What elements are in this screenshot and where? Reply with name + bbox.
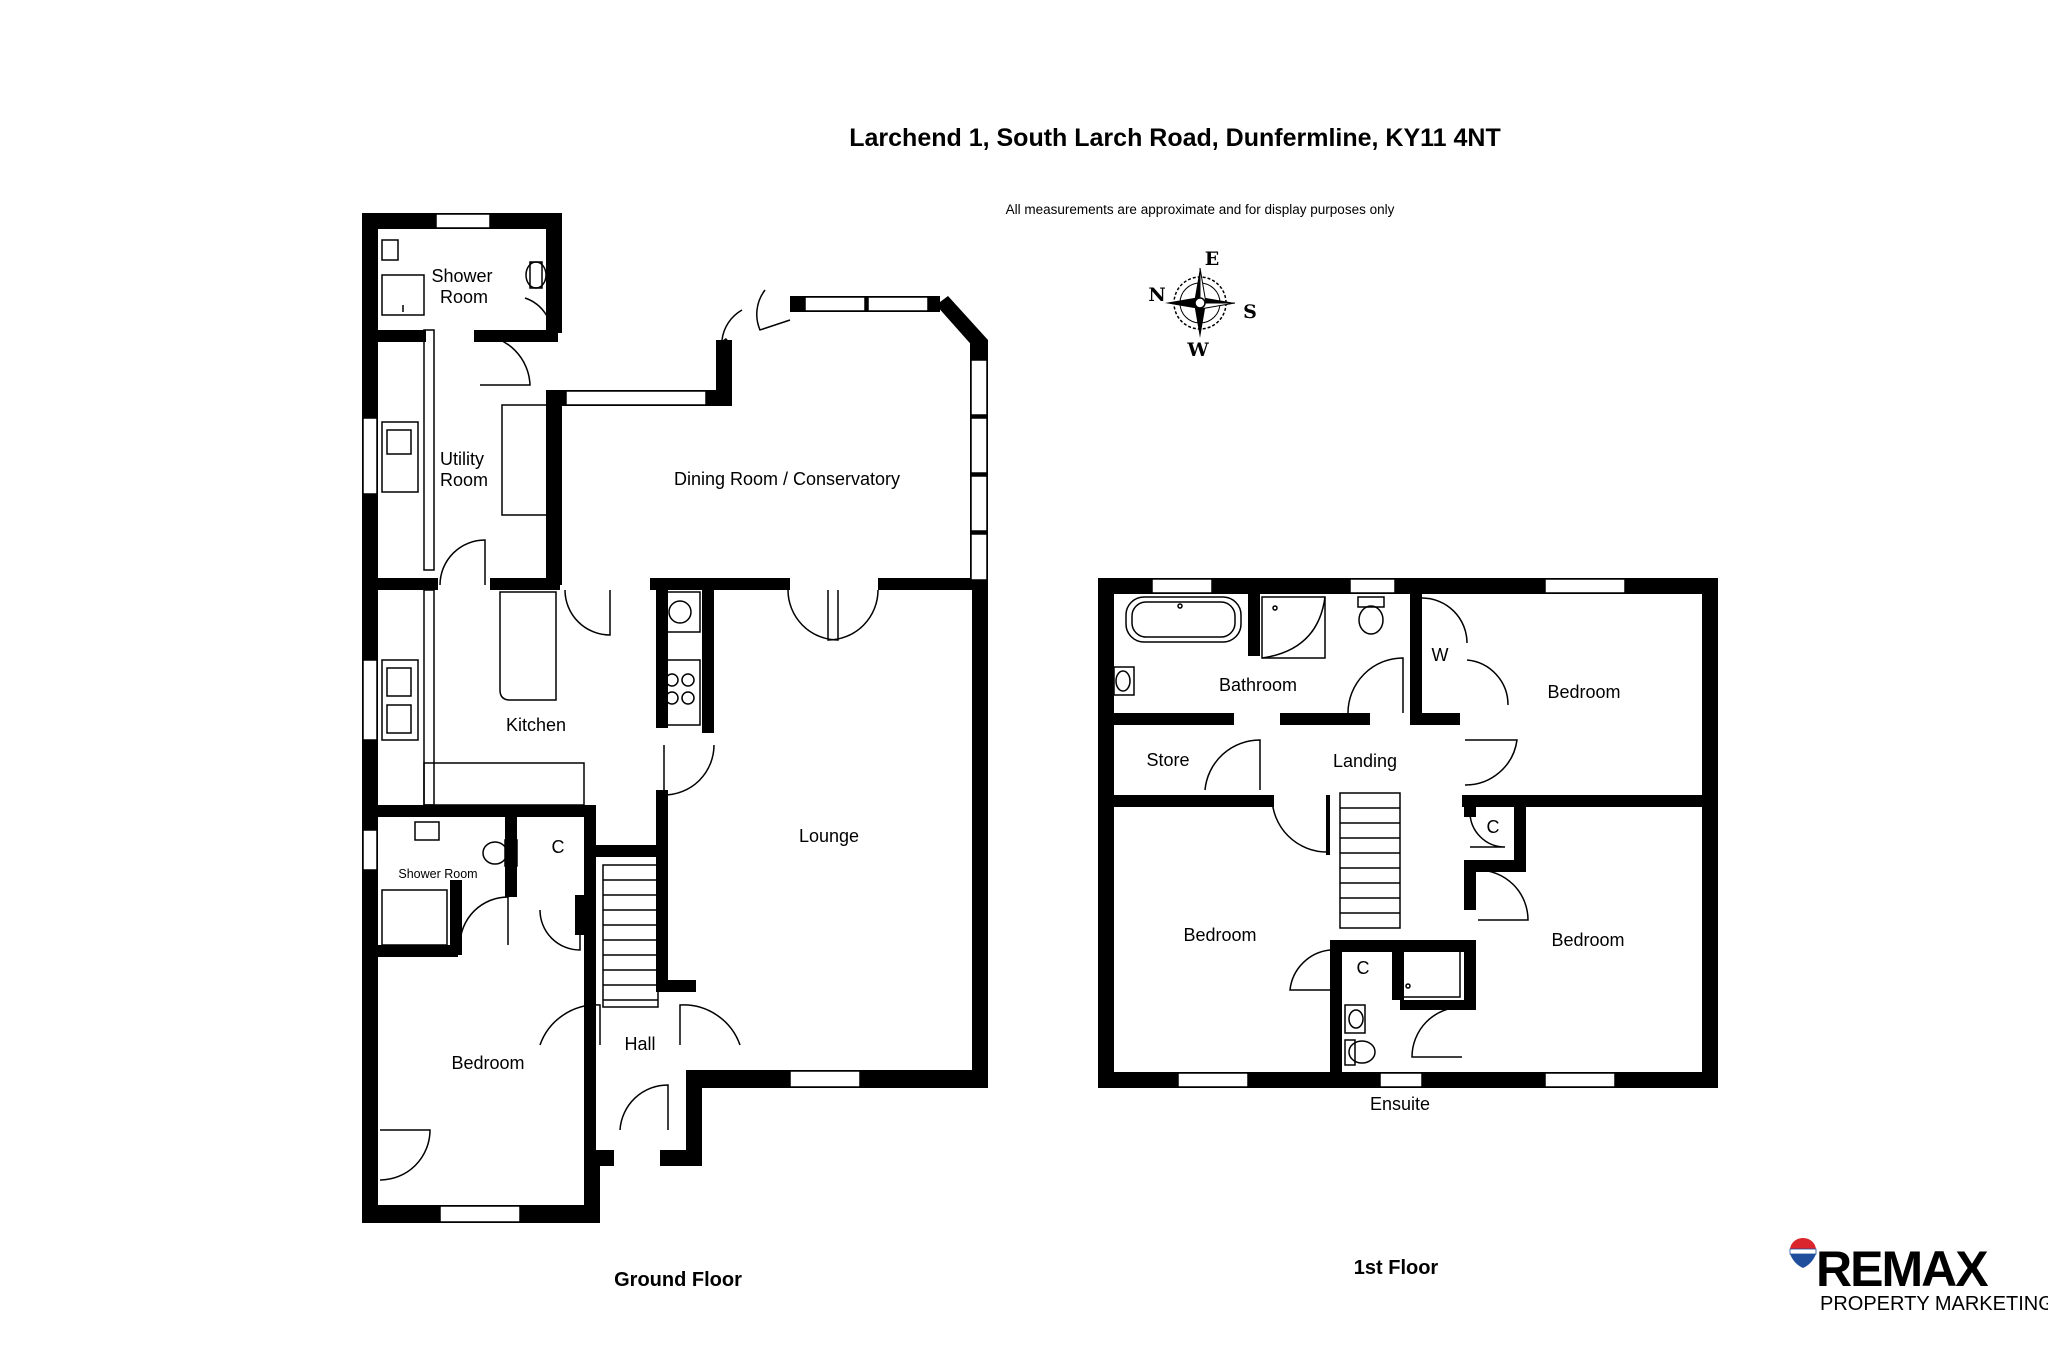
first-floor-fixtures bbox=[1113, 596, 1529, 1066]
disclaimer-note: All measurements are approximate and for… bbox=[1006, 202, 1395, 217]
address-title: Larchend 1, South Larch Road, Dunfermlin… bbox=[849, 124, 1501, 152]
compass-west-label: W bbox=[1186, 339, 1209, 361]
wardrobe-label: W bbox=[1432, 645, 1449, 665]
landing-label: Landing bbox=[1333, 751, 1397, 771]
compass-east-label: E bbox=[1205, 248, 1219, 270]
kitchen-label: Kitchen bbox=[506, 715, 566, 735]
first-bedroom-se-label: Bedroom bbox=[1551, 930, 1624, 950]
shower-room-top-label-1: Shower bbox=[431, 266, 492, 286]
ground-bedroom-label: Bedroom bbox=[451, 1053, 524, 1073]
compass-north-label: N bbox=[1148, 284, 1165, 306]
remax-brand-text: REMAX bbox=[1816, 1241, 1988, 1297]
dining-room-label: Dining Room / Conservatory bbox=[674, 469, 900, 489]
remax-tagline: PROPERTY MARKETING bbox=[1820, 1293, 2048, 1315]
shower-room-top-label-2: Room bbox=[440, 287, 488, 307]
compass-rose: E N S W bbox=[1148, 248, 1257, 361]
lounge-label: Lounge bbox=[799, 826, 859, 846]
utility-room-label-1: Utility bbox=[440, 449, 484, 469]
balloon-icon bbox=[1789, 1238, 1817, 1268]
remax-logo: REMAX PROPERTY MARKETING bbox=[1789, 1238, 2048, 1315]
first-cupboard-right-label: C bbox=[1487, 817, 1500, 837]
utility-room-label-2: Room bbox=[440, 470, 488, 490]
first-bedroom-ne-label: Bedroom bbox=[1547, 682, 1620, 702]
ground-floor-label: Ground Floor bbox=[614, 1269, 742, 1291]
hall-label: Hall bbox=[624, 1034, 655, 1054]
ground-floor-fixtures bbox=[379, 239, 879, 1181]
shower-room-lower-label: Shower Room bbox=[398, 867, 477, 881]
ground-floor-windows bbox=[362, 213, 988, 1223]
first-floor-windows bbox=[1151, 578, 1626, 1088]
store-label: Store bbox=[1146, 750, 1189, 770]
compass-south-label: S bbox=[1243, 301, 1257, 323]
ensuite-label: Ensuite bbox=[1370, 1094, 1430, 1114]
first-bedroom-w-label: Bedroom bbox=[1183, 925, 1256, 945]
first-floor-plan bbox=[1098, 578, 1718, 1088]
bathroom-label: Bathroom bbox=[1219, 675, 1297, 695]
first-cupboard-mid-label: C bbox=[1357, 958, 1370, 978]
ground-cupboard-label: C bbox=[552, 837, 565, 857]
first-floor-label: 1st Floor bbox=[1354, 1257, 1439, 1279]
